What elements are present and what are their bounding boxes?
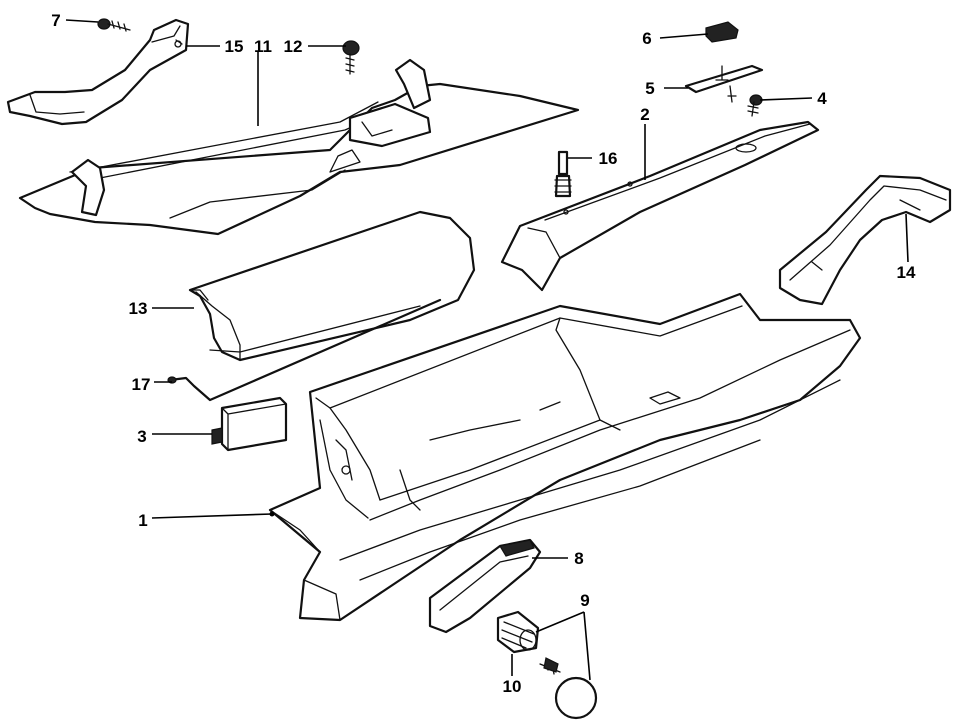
part-10-lock-cylinder <box>496 610 540 654</box>
callout-16: 16 <box>599 149 618 168</box>
callout-11: 11 <box>254 37 272 56</box>
callout-8: 8 <box>574 549 583 568</box>
part-1-glove-box <box>268 292 862 622</box>
callout-4: 4 <box>817 89 827 108</box>
callout-1: 1 <box>138 511 147 530</box>
part-14-right-bracket <box>778 174 952 306</box>
callout-labels: 1 2 3 4 5 6 7 8 9 10 11 12 13 14 15 16 1… <box>51 11 916 696</box>
part-15-left-bracket <box>6 18 190 126</box>
callout-5: 5 <box>645 79 654 98</box>
part-2-trim-strip <box>500 120 820 292</box>
callout-6: 6 <box>642 29 651 48</box>
part-13-cover <box>188 210 476 362</box>
callout-15: 15 <box>225 37 244 56</box>
part-8-handle <box>428 538 542 634</box>
callout-9: 9 <box>580 591 589 610</box>
part-3-latch <box>211 396 288 452</box>
part-6-clip <box>705 21 739 43</box>
part-5-plate <box>684 64 764 94</box>
callout-12: 12 <box>284 37 303 56</box>
part-12-screw <box>342 40 360 75</box>
callout-13: 13 <box>129 299 148 318</box>
part-4-screw <box>727 85 763 117</box>
callout-10: 10 <box>503 677 522 696</box>
part-11-upper-panel <box>18 58 580 236</box>
callout-2: 2 <box>640 105 649 124</box>
part-9-knob <box>539 657 598 720</box>
callout-3: 3 <box>137 427 146 446</box>
leader-lines <box>65 19 909 681</box>
part-16-stud <box>554 150 572 198</box>
part-7-screw <box>97 18 131 32</box>
callout-7: 7 <box>51 11 60 30</box>
callout-17: 17 <box>132 375 151 394</box>
callout-14: 14 <box>897 263 916 282</box>
